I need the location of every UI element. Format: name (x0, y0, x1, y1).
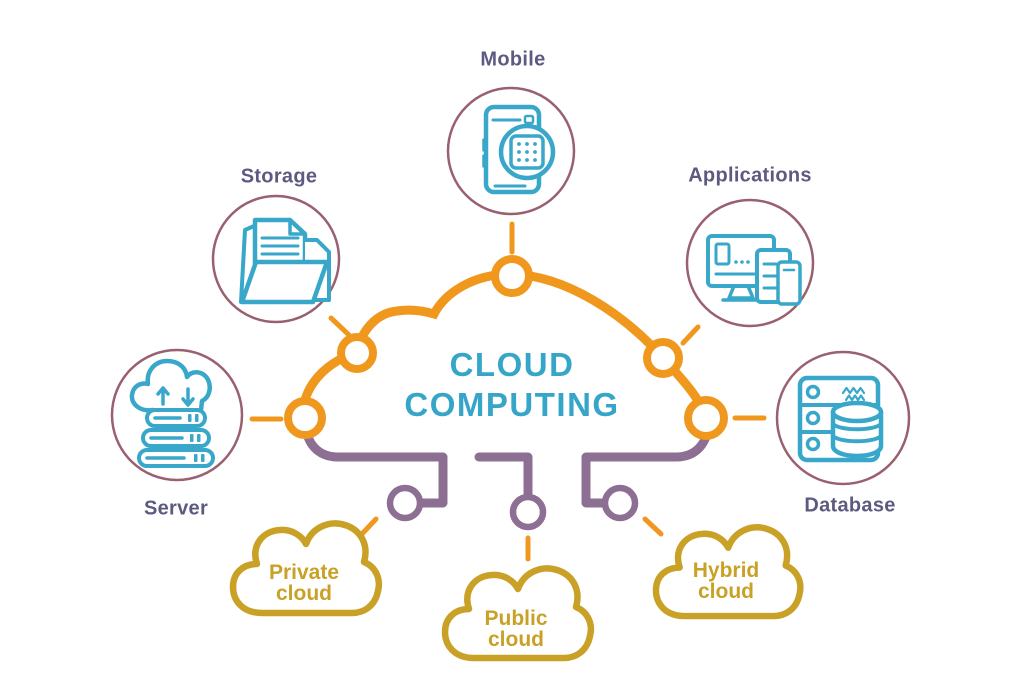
cloud-server-stack-icon (129, 358, 215, 468)
title-line-1: CLOUD (449, 346, 575, 383)
private-cloud-line1: Private (268, 561, 340, 584)
node-top (491, 255, 533, 297)
dash-hybrid (642, 516, 664, 537)
connector-private-branch (301, 416, 448, 508)
connector-public-branch (474, 452, 533, 501)
smartphone-magnifier-icon (482, 104, 556, 195)
node-right-bump (643, 338, 683, 378)
dash-applications (680, 324, 701, 346)
label-database: Database (804, 494, 896, 517)
title-line-2: COMPUTING (404, 386, 620, 423)
private-cloud-line2: cloud (275, 582, 332, 605)
folder-documents-icon (239, 217, 331, 305)
label-storage: Storage (240, 165, 318, 188)
public-cloud-line1: Public (484, 607, 548, 630)
dashed-links (249, 221, 767, 562)
dash-storage (328, 315, 352, 338)
public-cloud-label: Public cloud (484, 608, 547, 650)
multi-device-icon (706, 234, 802, 306)
label-server: Server (143, 497, 209, 520)
junction-hybrid (601, 484, 639, 522)
label-mobile: Mobile (480, 48, 546, 71)
hybrid-cloud-line2: cloud (697, 580, 754, 603)
diagram-title: CLOUD COMPUTING (404, 345, 619, 425)
private-cloud-label: Private cloud (269, 562, 339, 604)
dash-private (358, 516, 379, 538)
junction-public (509, 493, 547, 531)
cloud-nodes (284, 255, 728, 440)
hybrid-cloud-label: Hybrid cloud (693, 560, 760, 602)
hybrid-cloud-line1: Hybrid (692, 559, 760, 582)
public-cloud-line2: cloud (487, 628, 544, 651)
label-applications: Applications (688, 164, 812, 187)
junction-private (386, 484, 424, 522)
node-far-right (684, 396, 728, 440)
node-far-left (284, 397, 326, 439)
purple-connectors (301, 415, 713, 508)
node-left-bump (337, 333, 377, 373)
database-rack-icon (797, 375, 884, 463)
